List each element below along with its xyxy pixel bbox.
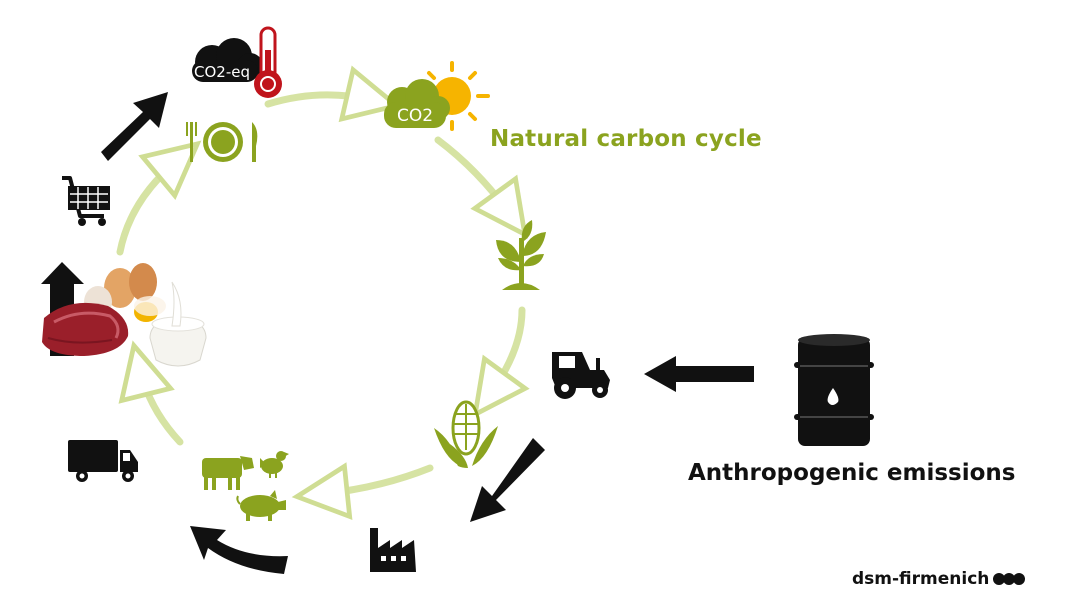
- shopping-cart-icon: [62, 176, 110, 226]
- cycle-arrow-lower-left: [118, 340, 184, 446]
- cycle-arrow-upper-right: [434, 136, 528, 239]
- cycle-arrow-top: [264, 65, 402, 123]
- plant-sprout-icon: [496, 220, 546, 290]
- plate-cutlery-icon: [186, 122, 258, 162]
- cycle-arrow-right: [472, 306, 530, 419]
- brand-dots-icon: [993, 573, 1026, 585]
- livestock-icon: [202, 451, 289, 521]
- svg-text:CO2: CO2: [397, 106, 433, 126]
- thermometer-icon: [254, 26, 282, 98]
- natural-cycle-label: Natural carbon cycle: [490, 126, 762, 152]
- tractor-icon: [552, 352, 610, 399]
- cycle-arrow-left: [116, 140, 202, 256]
- arrow-to-co2eq: [101, 92, 168, 161]
- anthropogenic-label: Anthropogenic emissions: [688, 460, 1016, 486]
- corn-icon: [434, 400, 498, 468]
- cycle-arrow-lower: [291, 462, 434, 521]
- arrow-corn-to-factory: [470, 438, 545, 522]
- emission-arrows: [41, 92, 754, 574]
- arrow-factory-to-livestock: [190, 526, 288, 574]
- svg-text:CO2-eq: CO2-eq: [194, 63, 250, 81]
- co2-cloud-icon: CO2: [384, 79, 450, 128]
- food-products-image: [42, 263, 207, 367]
- truck-icon: [68, 440, 138, 482]
- co2-eq-cloud-icon: CO2-eq: [192, 38, 263, 82]
- arrow-oil-to-tractor: [644, 356, 754, 392]
- factory-icon: [370, 528, 416, 572]
- natural-cycle-arrows: [116, 65, 530, 521]
- oil-barrel-icon: [794, 334, 874, 446]
- brand-name: dsm-firmenich: [852, 569, 990, 589]
- brand-logo: dsm-firmenich: [852, 569, 1026, 589]
